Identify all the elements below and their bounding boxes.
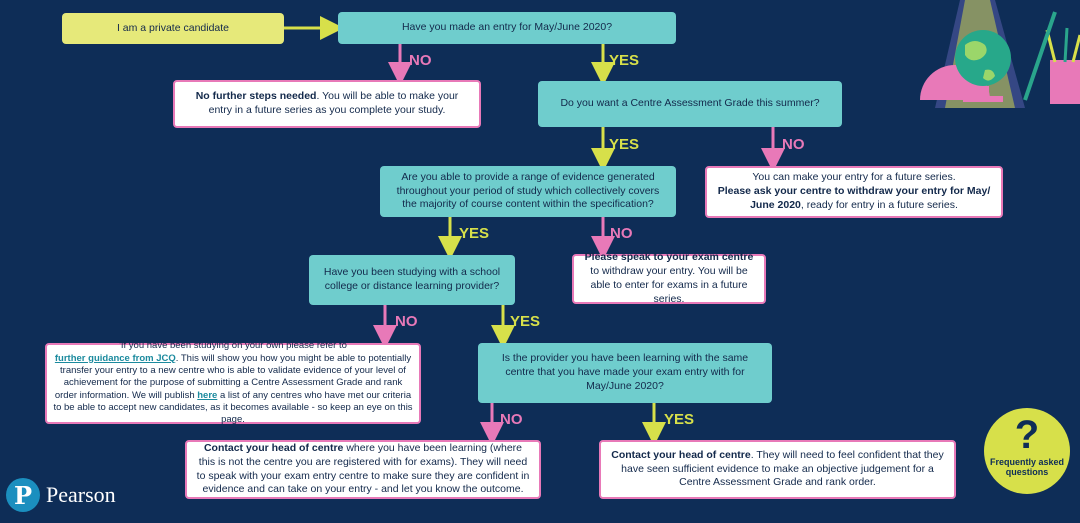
- pearson-mark-icon: P: [6, 478, 40, 512]
- label-q4-no: NO: [395, 313, 418, 330]
- answer-bold: No further steps needed: [195, 90, 317, 103]
- label-q2-yes: YES: [609, 136, 640, 153]
- question-provider: Have you been studying with a school col…: [309, 255, 515, 305]
- question-mark-icon: ?: [1014, 413, 1040, 457]
- start-box: I am a private candidate: [62, 13, 284, 44]
- question-cag-text: Do you want a Centre Assessment Grade th…: [560, 97, 820, 110]
- question-provider-text: Have you been studying with a school col…: [323, 266, 501, 292]
- answer-bold: Please ask your centre to withdraw your …: [717, 185, 991, 211]
- answer-line1: You can make your entry for a future ser…: [752, 171, 956, 184]
- label-q3-no: NO: [610, 225, 633, 242]
- pearson-logo: P Pearson: [6, 478, 116, 512]
- question-evidence-text: Are you able to provide a range of evide…: [396, 170, 660, 211]
- answer-rest: . You will be able to make your entry in…: [208, 90, 459, 116]
- answer-withdraw-entry: You can make your entry for a future ser…: [705, 166, 1003, 218]
- answer-part3: a list of any centres who have met our c…: [53, 389, 413, 426]
- label-q5-yes: YES: [664, 411, 695, 428]
- faq-button[interactable]: ? Frequently asked questions: [984, 408, 1070, 494]
- answer-no-further-steps-text: No further steps needed. You will be abl…: [183, 90, 471, 118]
- answer-speak-exam-centre: Please speak to your exam centre to with…: [572, 251, 766, 306]
- question-cag: Do you want a Centre Assessment Grade th…: [538, 81, 842, 127]
- answer-contact-different-text: Contact your head of centre where you ha…: [195, 442, 531, 497]
- answer-no-further-steps: No further steps needed. You will be abl…: [173, 80, 481, 128]
- answer-withdraw-text: You can make your entry for a future ser…: [715, 171, 993, 213]
- answer-bold: Contact your head of centre: [203, 441, 344, 454]
- pearson-wordmark: Pearson: [46, 482, 116, 507]
- answer-own-study: 'If you have been studying on your own p…: [45, 340, 421, 426]
- start-text: I am a private candidate: [116, 21, 230, 34]
- answer-speak-text: Please speak to your exam centre to with…: [582, 251, 756, 306]
- question-same-centre: Is the provider you have been learning w…: [478, 343, 772, 403]
- question-evidence: Are you able to provide a range of evide…: [380, 166, 676, 217]
- question-entry-made-text: Have you made an entry for May/June 2020…: [401, 21, 613, 34]
- answer-part1: 'If you have been studying on your own p…: [119, 340, 347, 352]
- question-entry-made: Have you made an entry for May/June 2020…: [338, 12, 676, 44]
- label-q1-yes: YES: [609, 52, 640, 69]
- faq-label: Frequently asked questions: [989, 457, 1065, 478]
- globe-illustration: [920, 0, 1080, 108]
- label-q1-no: NO: [409, 52, 432, 69]
- answer-part2: . This will show you how you might be ab…: [54, 352, 412, 401]
- answer-rest: to withdraw your entry. You will be able…: [590, 265, 748, 305]
- answer-contact-head-same: Contact your head of centre. They will n…: [599, 440, 956, 499]
- answer-contact-same-text: Contact your head of centre. They will n…: [609, 449, 946, 491]
- answer-bold: Please speak to your exam centre: [584, 251, 754, 264]
- answer-rest: where you have been learning (where this…: [196, 441, 530, 496]
- answer-contact-head-different: Contact your head of centre where you ha…: [185, 440, 541, 499]
- label-q5-no: NO: [500, 411, 523, 428]
- answer-bold: Contact your head of centre: [611, 448, 751, 461]
- question-same-centre-text: Is the provider you have been learning w…: [501, 352, 749, 392]
- answer-own-study-text: 'If you have been studying on your own p…: [53, 340, 413, 426]
- label-q2-no: NO: [782, 136, 805, 153]
- label-q3-yes: YES: [459, 225, 490, 242]
- answer-rest: . They will need to feel confident that …: [621, 448, 944, 489]
- centres-list-link[interactable]: here: [197, 389, 218, 401]
- answer-rest: , ready for entry in a future series.: [800, 198, 958, 211]
- jcq-guidance-link[interactable]: further guidance from JCQ: [54, 352, 176, 364]
- label-q4-yes: YES: [510, 313, 541, 330]
